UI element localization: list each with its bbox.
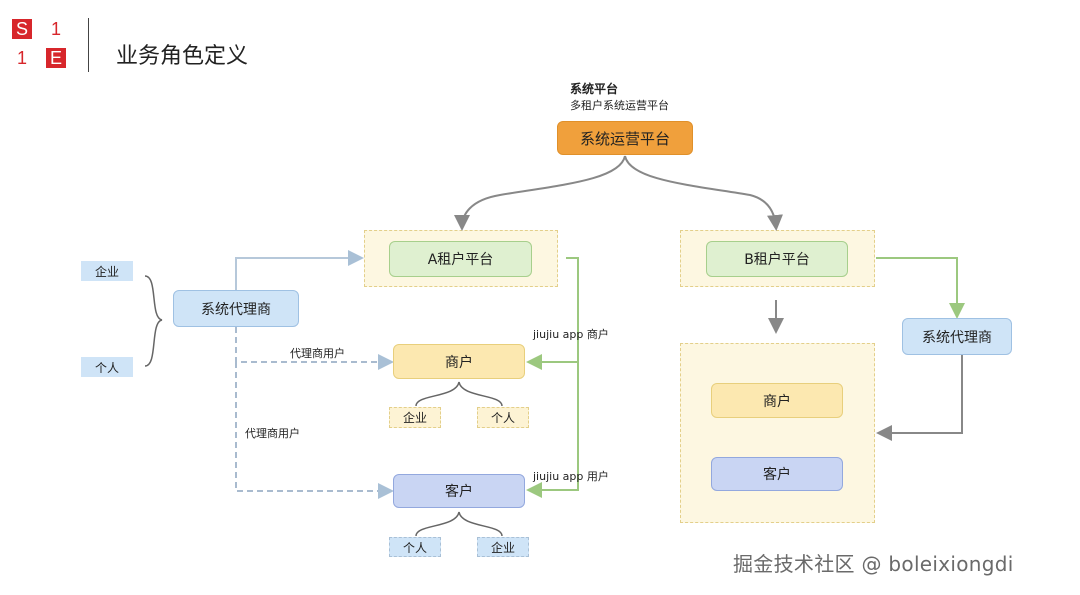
edge-a-to-merchant: [526, 257, 579, 370]
logo-cell-1a: 1: [46, 19, 66, 39]
left-merchant-node: 商户: [393, 344, 525, 379]
tenant-a-node: A租户平台: [389, 241, 532, 277]
edge-agent-to-members: [876, 355, 963, 441]
merchant-types-brace: [415, 381, 503, 407]
left-agent-node: 系统代理商: [173, 290, 299, 327]
agent-types-brace: [144, 275, 163, 367]
tenant-b-members-region: [680, 343, 875, 523]
agent-type-enterprise: 企业: [81, 261, 133, 281]
edge-b-to-agent: [876, 257, 965, 319]
logo: S 1 1 E: [12, 12, 72, 72]
watermark: 掘金技术社区 @ boleixiongdi: [733, 552, 1014, 576]
right-agent-node: 系统代理商: [902, 318, 1012, 355]
logo-cell-1b: 1: [12, 48, 32, 68]
edge-agent-to-a: [235, 250, 364, 290]
edge-ops-to-a: [454, 155, 626, 231]
edge-label-agent-user-2: 代理商用户: [245, 427, 300, 440]
customer-type-enterprise: 企业: [477, 537, 529, 557]
logo-cell-s: S: [12, 19, 32, 39]
merchant-type-enterprise: 企业: [389, 407, 441, 428]
edge-label-app-merchant: jiujiu app 商户: [533, 328, 609, 341]
system-platform-title: 系统平台: [570, 82, 619, 96]
edge-label-app-user: jiujiu app 用户: [533, 470, 609, 483]
edge-agent-to-customer: [235, 362, 394, 499]
merchant-type-individual: 个人: [477, 407, 529, 428]
right-merchant-node: 商户: [711, 383, 843, 418]
customer-type-individual: 个人: [389, 537, 441, 557]
system-platform-subtitle: 多租户系统运营平台: [570, 99, 669, 112]
right-customer-node: 客户: [711, 457, 843, 491]
logo-cell-e: E: [46, 48, 66, 68]
page-title: 业务角色定义: [116, 44, 249, 69]
edge-ops-to-b: [624, 155, 783, 231]
tenant-b-node: B租户平台: [706, 241, 848, 277]
edge-a-to-customer: [526, 362, 579, 498]
edge-label-agent-user-1: 代理商用户: [290, 347, 345, 360]
header-divider: [88, 18, 89, 72]
customer-types-brace: [415, 511, 503, 537]
left-customer-node: 客户: [393, 474, 525, 508]
agent-type-individual: 个人: [81, 357, 133, 377]
ops-platform-node: 系统运营平台: [557, 121, 693, 155]
